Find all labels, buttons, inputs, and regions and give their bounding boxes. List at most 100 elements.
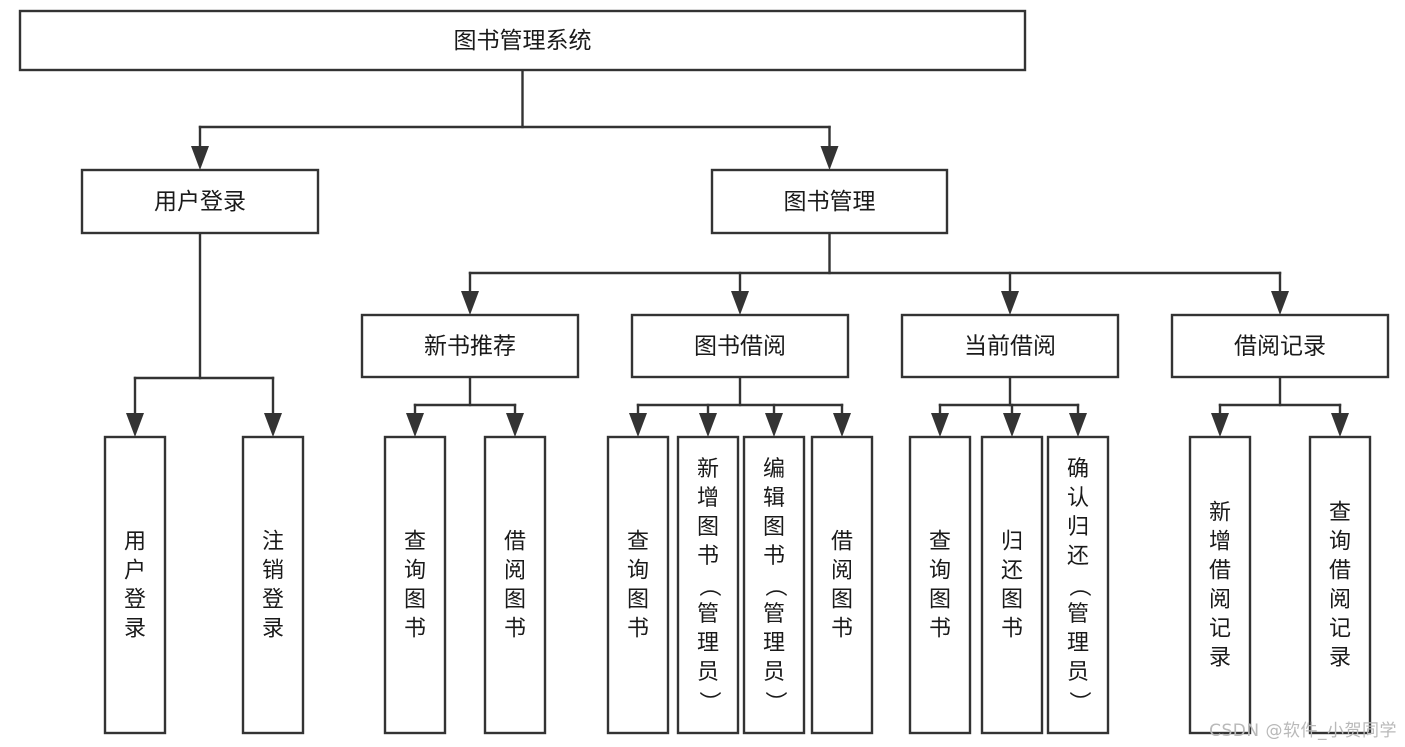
leaf-label-char: 阅 <box>504 559 526 584</box>
connector-to-child-arrowhead <box>264 413 282 437</box>
leaf-label-char: 新 <box>1209 501 1231 526</box>
leaf-node-box-4[interactable] <box>606 435 670 735</box>
leaf-node-box-2[interactable] <box>383 435 447 735</box>
leaf-label-char: 询 <box>404 559 426 584</box>
leaf-label-char: 书 <box>697 544 719 569</box>
leaf-label-char: 登 <box>124 588 146 613</box>
leaf-node-box-8[interactable] <box>908 435 972 735</box>
leaf-label-char: 书 <box>627 617 649 642</box>
leaf-label-char: 新 <box>697 457 719 482</box>
level3-node-box-2[interactable] <box>900 313 1120 379</box>
leaf-node-box-7[interactable] <box>810 435 874 735</box>
leaf-label-char: 书 <box>831 617 853 642</box>
leaf-label-char: 图 <box>627 588 649 613</box>
level2-node-box-1[interactable] <box>710 168 949 235</box>
leaf-label-char: 图 <box>404 588 426 613</box>
leaf-label-char: 借 <box>1329 559 1351 584</box>
leaf-label-char: 增 <box>697 486 719 511</box>
leaf-label-char: 认 <box>1067 486 1089 511</box>
leaf-label-char: 录 <box>1329 646 1351 671</box>
leaf-label-char: 销 <box>262 559 284 584</box>
leaf-label-char: （ <box>1066 575 1091 597</box>
leaf-label-char: 管 <box>697 602 719 627</box>
connector-to-child-arrowhead <box>1331 413 1349 437</box>
connector-to-child-arrowhead <box>765 413 783 437</box>
connector-to-child-arrowhead <box>1003 413 1021 437</box>
level3-node-label-3: 借阅记录 <box>1234 334 1326 360</box>
leaf-node-box-9[interactable] <box>980 435 1044 735</box>
leaf-label-char: 理 <box>697 631 719 656</box>
leaf-node-box-5[interactable] <box>676 435 740 735</box>
leaf-node-box-0[interactable] <box>103 435 167 735</box>
leaf-label-char: 书 <box>404 617 426 642</box>
leaf-label-char: 管 <box>1067 602 1089 627</box>
connector-to-child-arrowhead <box>1001 291 1019 315</box>
leaf-label-char: 还 <box>1001 559 1023 584</box>
root-node-box[interactable] <box>18 9 1027 72</box>
leaf-label-char: 录 <box>262 617 284 642</box>
root-node-label: 图书管理系统 <box>454 28 592 54</box>
leaf-label-char: 询 <box>929 559 951 584</box>
connector-layer <box>126 68 1349 437</box>
leaf-label-char: 查 <box>1329 501 1351 526</box>
leaf-label-char: 用 <box>124 530 146 555</box>
connector-to-child-arrowhead <box>191 146 209 170</box>
connector-to-child-arrowhead <box>126 413 144 437</box>
level3-node-label-0: 新书推荐 <box>424 334 516 360</box>
leaf-label-char: ） <box>696 691 721 713</box>
connector-to-child-arrowhead <box>931 413 949 437</box>
connector-to-child-arrowhead <box>629 413 647 437</box>
connector-to-child-arrowhead <box>406 413 424 437</box>
connector-to-child-arrowhead <box>833 413 851 437</box>
leaf-node-box-10[interactable] <box>1046 435 1110 735</box>
leaf-label-char: 录 <box>124 617 146 642</box>
box-layer <box>18 9 1390 735</box>
leaf-label-char: 借 <box>831 530 853 555</box>
leaf-label-char: 员 <box>763 660 785 685</box>
level3-node-box-1[interactable] <box>630 313 850 379</box>
leaf-label-char: 记 <box>1329 617 1351 642</box>
connector-to-child-arrowhead <box>1211 413 1229 437</box>
leaf-label-char: ） <box>1066 691 1091 713</box>
level3-node-box-0[interactable] <box>360 313 580 379</box>
level2-node-label-1: 图书管理 <box>784 189 876 215</box>
label-layer: 图书管理系统用户登录图书管理新书推荐图书借阅当前借阅借阅记录用户登录注销登录查询… <box>124 28 1351 713</box>
leaf-label-char: 图 <box>1001 588 1023 613</box>
leaf-label-char: 阅 <box>1329 588 1351 613</box>
leaf-node-box-3[interactable] <box>483 435 547 735</box>
leaf-label-char: 书 <box>1001 617 1023 642</box>
leaf-label-char: 理 <box>1067 631 1089 656</box>
leaf-label-char: 员 <box>1067 660 1089 685</box>
leaf-label-char: 借 <box>504 530 526 555</box>
leaf-label-char: 辑 <box>763 486 785 511</box>
leaf-label-char: 图 <box>504 588 526 613</box>
leaf-label-char: 增 <box>1209 530 1231 555</box>
level3-node-box-3[interactable] <box>1170 313 1390 379</box>
connector-to-child-arrowhead <box>699 413 717 437</box>
leaf-node-box-1[interactable] <box>241 435 305 735</box>
leaf-node-box-11[interactable] <box>1188 435 1252 735</box>
leaf-label-char: 管 <box>763 602 785 627</box>
leaf-node-label-0: 用户登录 <box>124 530 146 642</box>
leaf-label-char: 户 <box>124 559 146 584</box>
leaf-label-char: ） <box>762 691 787 713</box>
leaf-label-char: 归 <box>1001 530 1023 555</box>
level2-node-box-0[interactable] <box>80 168 320 235</box>
connector-to-child-arrowhead <box>1069 413 1087 437</box>
leaf-node-box-12[interactable] <box>1308 435 1372 735</box>
leaf-node-box-6[interactable] <box>742 435 806 735</box>
leaf-label-char: 员 <box>697 660 719 685</box>
connector-to-child-arrowhead <box>731 291 749 315</box>
leaf-label-char: 阅 <box>1209 588 1231 613</box>
